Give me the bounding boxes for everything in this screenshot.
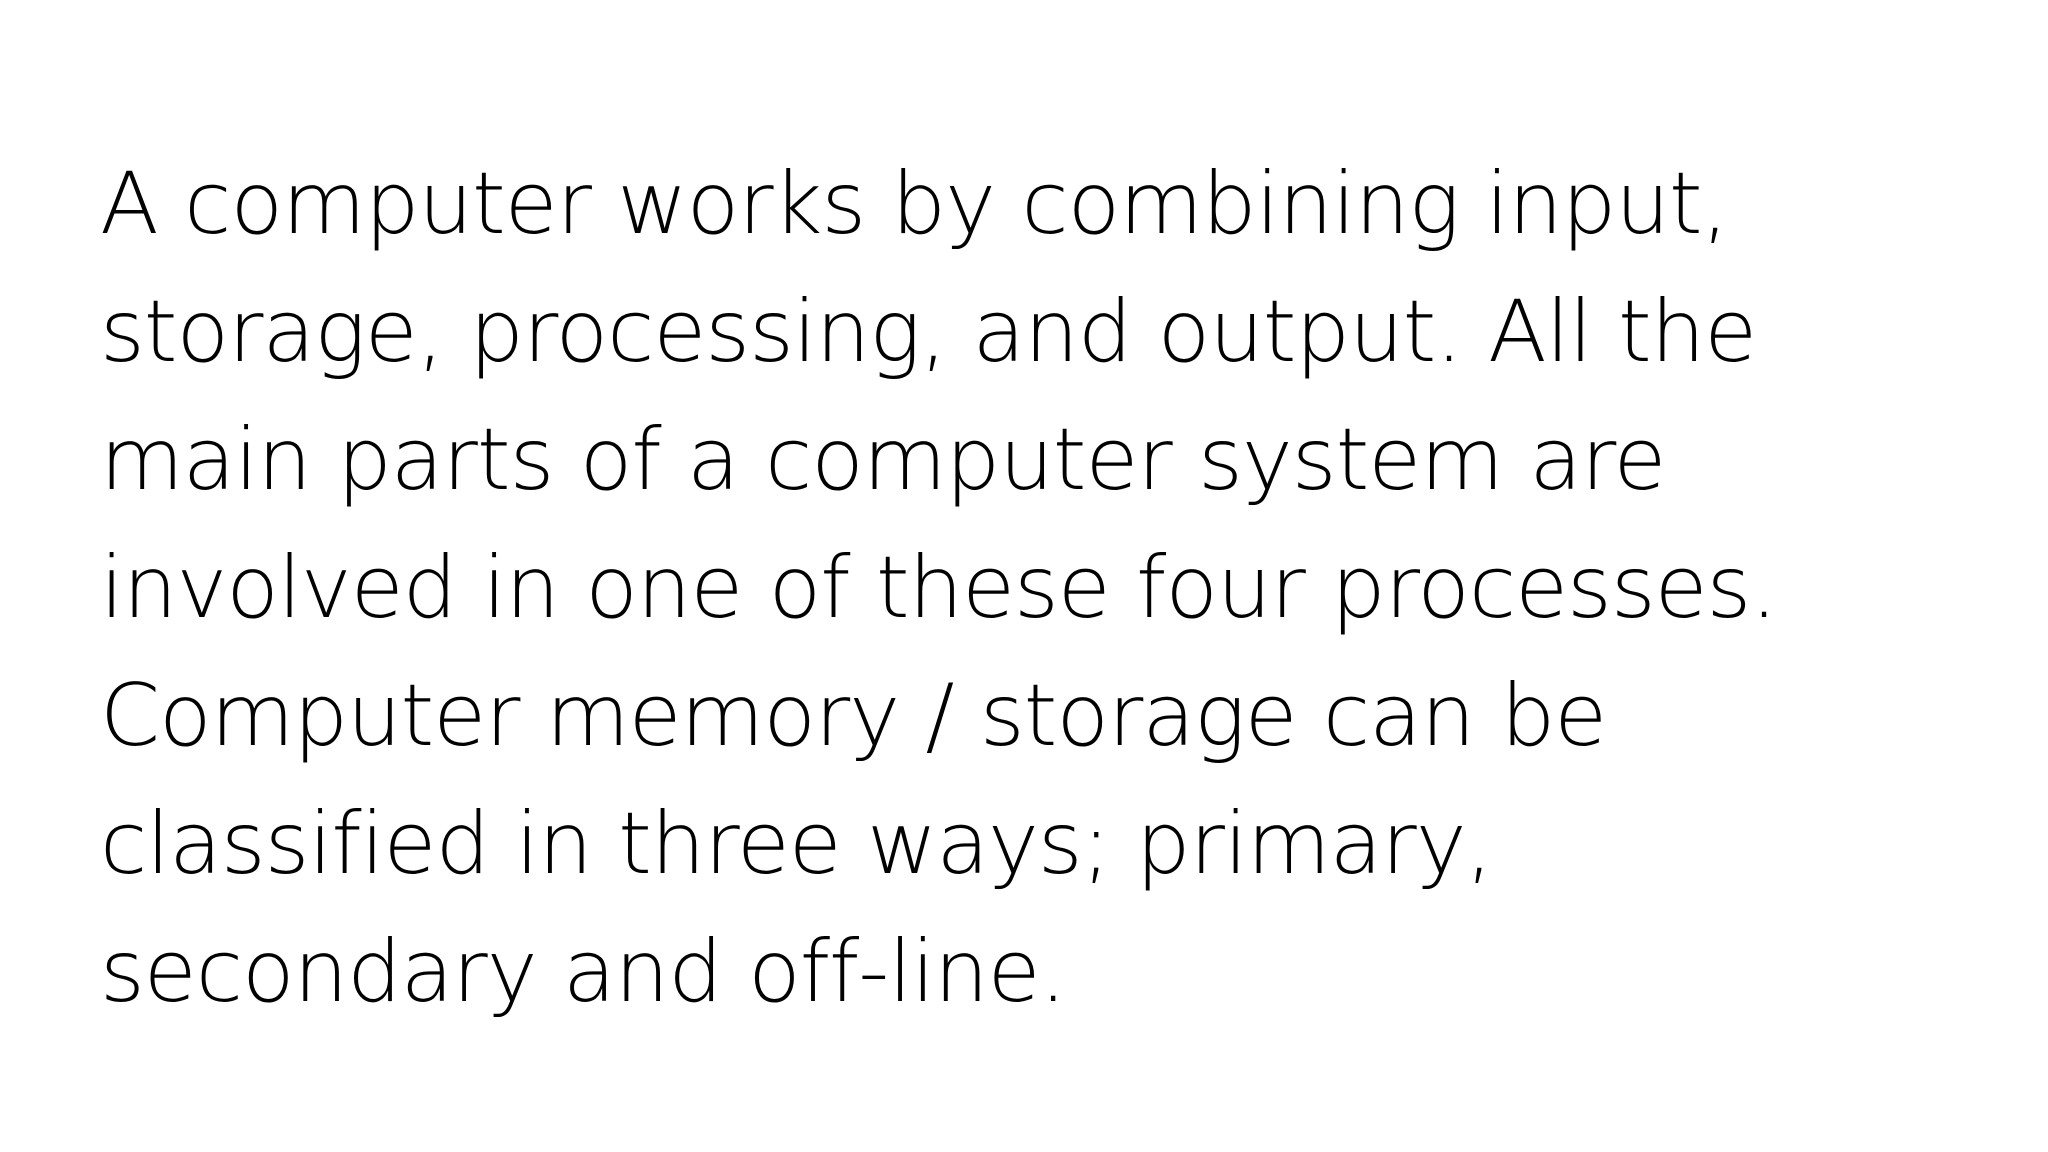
text-line: storage, processing, and output. All the xyxy=(100,282,1757,382)
text-line: classified in three ways; primary, xyxy=(100,794,1493,894)
text-line: main parts of a computer system are xyxy=(100,410,1666,510)
text-line: Computer memory / storage can be xyxy=(100,666,1607,766)
text-line: A computer works by combining input, xyxy=(100,154,1729,254)
slide-body-text: A computer works by combining input, sto… xyxy=(100,140,2000,1036)
text-line: involved in one of these four processes. xyxy=(100,538,1778,638)
text-line: secondary and off-line. xyxy=(100,922,1067,1022)
